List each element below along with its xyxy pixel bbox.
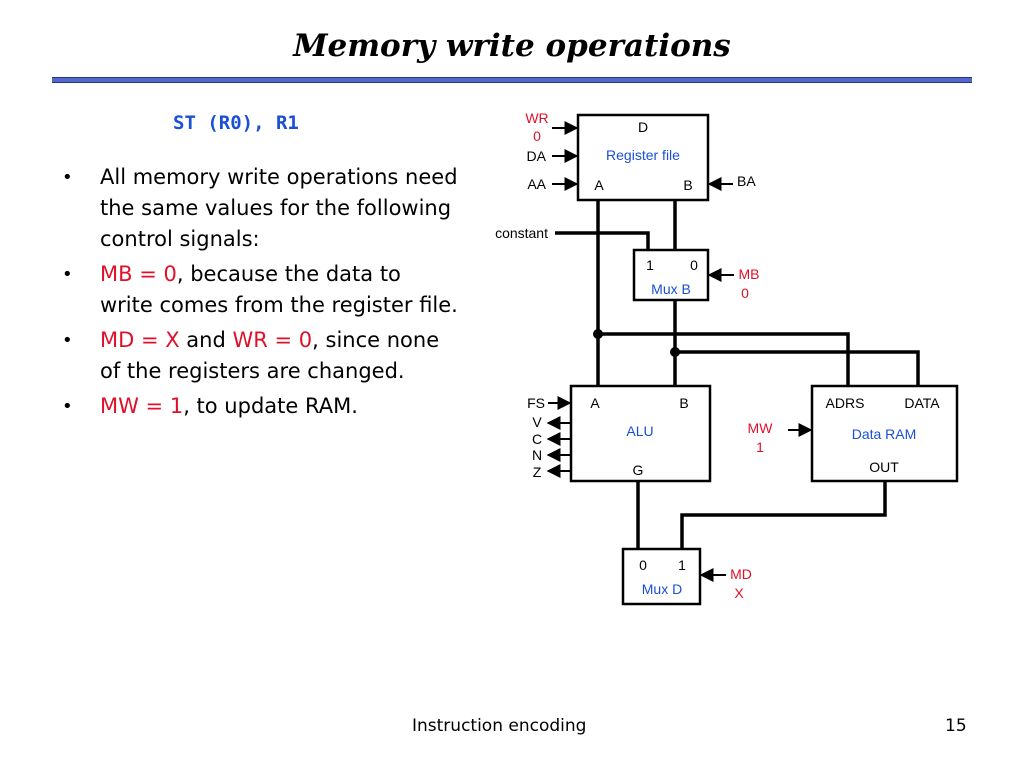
mux-b-name: Mux B (651, 281, 691, 297)
data-ram-block (810, 384, 959, 483)
mb-value: 0 (741, 285, 749, 301)
bullet-highlight: MW = 1 (100, 394, 184, 418)
bullet-dot-icon: • (62, 167, 73, 188)
wire-constant-to-mux-b (555, 231, 650, 250)
bullet-dot-icon: • (62, 330, 73, 351)
alu-port-g: G (633, 462, 644, 478)
mux-d-input-1: 1 (678, 557, 686, 573)
mux-d-block (621, 547, 702, 606)
md-value: X (734, 585, 744, 601)
bullet-list: • All memory write operations need the s… (60, 162, 460, 426)
mux-b-input-0: 0 (690, 257, 698, 273)
bullet-highlight: WR = 0 (232, 328, 313, 352)
bullet-text: , because the data to write comes from t… (100, 262, 458, 317)
alu-port-b: B (679, 395, 688, 411)
alu-name: ALU (626, 423, 653, 439)
md-label: MD (730, 566, 752, 582)
bullet-dot-icon: • (62, 264, 73, 285)
constant-label: constant (495, 225, 548, 241)
mb-label: MB (739, 266, 760, 282)
bullet-text: , since none of the registers are change… (100, 328, 440, 383)
page-number: 15 (945, 716, 967, 736)
fs-label: FS (527, 395, 545, 411)
register-file-port-a: A (594, 177, 604, 193)
da-label: DA (527, 148, 547, 164)
bullet-item: • MD = X and WR = 0, since none of the r… (60, 325, 460, 387)
mux-d-name: Mux D (642, 581, 682, 597)
ram-data-port: DATA (904, 395, 940, 411)
title-divider (52, 77, 972, 83)
mux-d-input-0: 0 (639, 557, 647, 573)
bullet-item: • All memory write operations need the s… (60, 162, 460, 255)
wr-label: WR (525, 110, 548, 126)
slide-title: Memory write operations (293, 28, 731, 64)
wire-address-bus (598, 332, 850, 386)
bullet-item: • MW = 1, to update RAM. (60, 391, 460, 422)
bullet-text: and (179, 328, 233, 352)
mw-value: 1 (756, 439, 764, 455)
alu-port-a: A (590, 395, 600, 411)
bullet-dot-icon: • (62, 396, 73, 417)
mux-b-block (632, 248, 710, 302)
flag-c-label: C (532, 431, 542, 447)
footer-course-title: Instruction encoding (412, 716, 587, 736)
register-file-port-d: D (638, 119, 648, 135)
bullet-highlight: MB = 0 (100, 262, 177, 286)
bullet-text: All memory write operations need the sam… (100, 165, 458, 251)
mux-b-input-1: 1 (646, 257, 654, 273)
ba-label: BA (737, 173, 756, 189)
ram-out-port: OUT (869, 459, 899, 475)
junction-address (593, 329, 603, 339)
instruction-text: ST (R0), R1 (173, 112, 299, 134)
register-file-name: Register file (606, 147, 680, 163)
wr-value: 0 (533, 128, 541, 144)
register-file-port-b: B (683, 177, 692, 193)
flag-z-label: Z (533, 464, 542, 480)
register-file-block (576, 113, 710, 202)
wire-data-bus (675, 350, 920, 386)
ram-adrs-port: ADRS (826, 395, 865, 411)
ram-name: Data RAM (852, 426, 917, 442)
mw-label: MW (748, 420, 774, 436)
wire-ram-out-to-mux-d (680, 481, 887, 549)
junction-data (670, 347, 680, 357)
flag-v-label: V (532, 414, 542, 430)
aa-label: AA (527, 176, 546, 192)
alu-block (569, 384, 712, 483)
bullet-text: , to update RAM. (183, 394, 358, 418)
bullet-item: • MB = 0, because the data to write come… (60, 259, 460, 321)
flag-n-label: N (532, 447, 542, 463)
bullet-highlight: MD = X (100, 328, 180, 352)
